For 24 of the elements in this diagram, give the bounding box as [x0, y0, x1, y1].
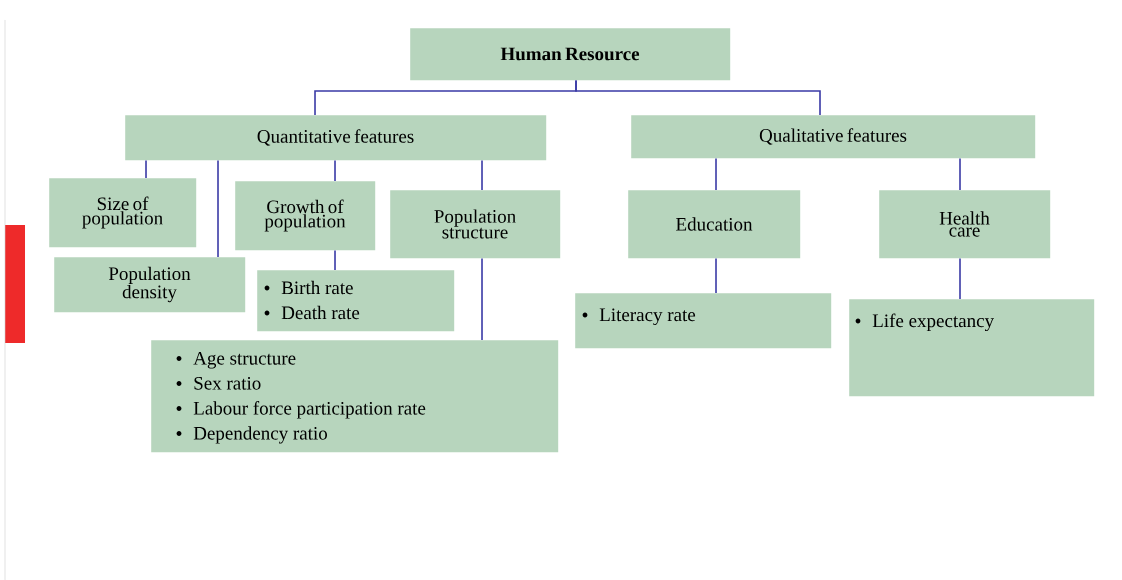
- category-box: Quantitative features: [125, 115, 547, 161]
- category-box: Education: [628, 190, 801, 259]
- category-box: Population density: [54, 257, 246, 313]
- connector-line: [145, 159, 147, 179]
- category-box: Size of population: [49, 178, 197, 248]
- list-box: Age structure Sex ratio Labour force participation rate Dependency ratio: [151, 340, 559, 453]
- connector-line: [715, 257, 717, 294]
- connector-line: [959, 157, 961, 191]
- connector-line: [334, 249, 336, 271]
- category-box: Population structure: [390, 190, 561, 259]
- connector-line: [575, 79, 821, 116]
- connector-line: [959, 257, 961, 300]
- category-box: Growth of population: [235, 181, 376, 251]
- list-box: Birth rate Death rate: [257, 270, 455, 332]
- list-box: Life expectancy: [849, 299, 1095, 397]
- title-box: Human Resource: [410, 28, 731, 81]
- list-box: Literacy rate: [575, 293, 832, 349]
- connector-line: [481, 257, 483, 341]
- connector-line: [217, 159, 219, 258]
- connector-line: [481, 159, 483, 191]
- connector-line: [715, 157, 717, 191]
- connector-line: [334, 159, 336, 182]
- category-box: Qualitative features: [631, 115, 1036, 159]
- category-box: Health care: [879, 190, 1051, 259]
